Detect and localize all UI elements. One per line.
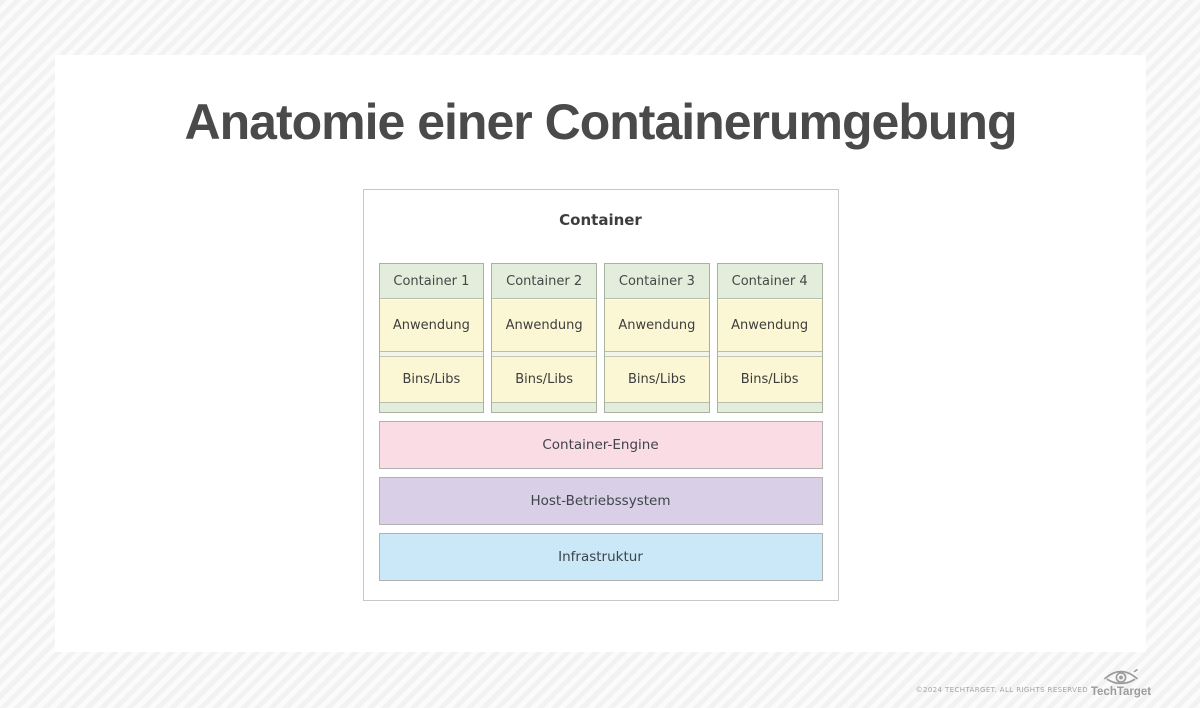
containers-row: Container 1 Anwendung Bins/Libs Containe… [378, 263, 823, 413]
container-column-3: Container 3 Anwendung Bins/Libs [604, 263, 710, 413]
eye-icon [1104, 669, 1138, 685]
content-sheet: Anatomie einer Containerumgebung Contain… [55, 55, 1146, 652]
container-2-header: Container 2 [492, 264, 596, 299]
diagram-panel: Container Container 1 Anwendung Bins/Lib… [362, 189, 839, 601]
box-divider [492, 352, 596, 356]
layer-container-engine: Container-Engine [378, 421, 823, 469]
container-1-app-box: Anwendung [379, 299, 484, 352]
container-4-bins-box: Bins/Libs [717, 356, 822, 403]
container-3-header: Container 3 [605, 264, 709, 299]
container-3-app-box: Anwendung [605, 299, 709, 352]
box-divider [717, 352, 822, 356]
container-2-bins-box: Bins/Libs [492, 356, 596, 403]
page-title: Anatomie einer Containerumgebung [184, 94, 1018, 150]
layer-infrastructure: Infrastruktur [378, 533, 823, 581]
container-4-app-box: Anwendung [717, 299, 822, 352]
container-4-header: Container 4 [717, 264, 822, 299]
layer-host-os: Host-Betriebssystem [378, 477, 823, 525]
techtarget-logo: TechTarget [1090, 668, 1152, 698]
column-filler [492, 403, 596, 412]
container-column-1: Container 1 Anwendung Bins/Libs [378, 263, 485, 413]
box-divider [605, 352, 709, 356]
container-1-header: Container 1 [379, 264, 484, 299]
column-filler [605, 403, 709, 412]
box-divider [379, 352, 484, 356]
container-3-bins-box: Bins/Libs [605, 356, 709, 403]
techtarget-wordmark: TechTarget [1090, 686, 1152, 698]
diagram-title: Container [559, 211, 642, 229]
container-column-2: Container 2 Anwendung Bins/Libs [491, 263, 597, 413]
copyright-text: ©2024 TECHTARGET. ALL RIGHTS RESERVED [915, 686, 1088, 694]
container-2-app-box: Anwendung [492, 299, 596, 352]
container-1-bins-box: Bins/Libs [379, 356, 484, 403]
column-filler [718, 403, 822, 412]
column-filler [380, 403, 484, 412]
container-column-4: Container 4 Anwendung Bins/Libs [716, 263, 823, 413]
